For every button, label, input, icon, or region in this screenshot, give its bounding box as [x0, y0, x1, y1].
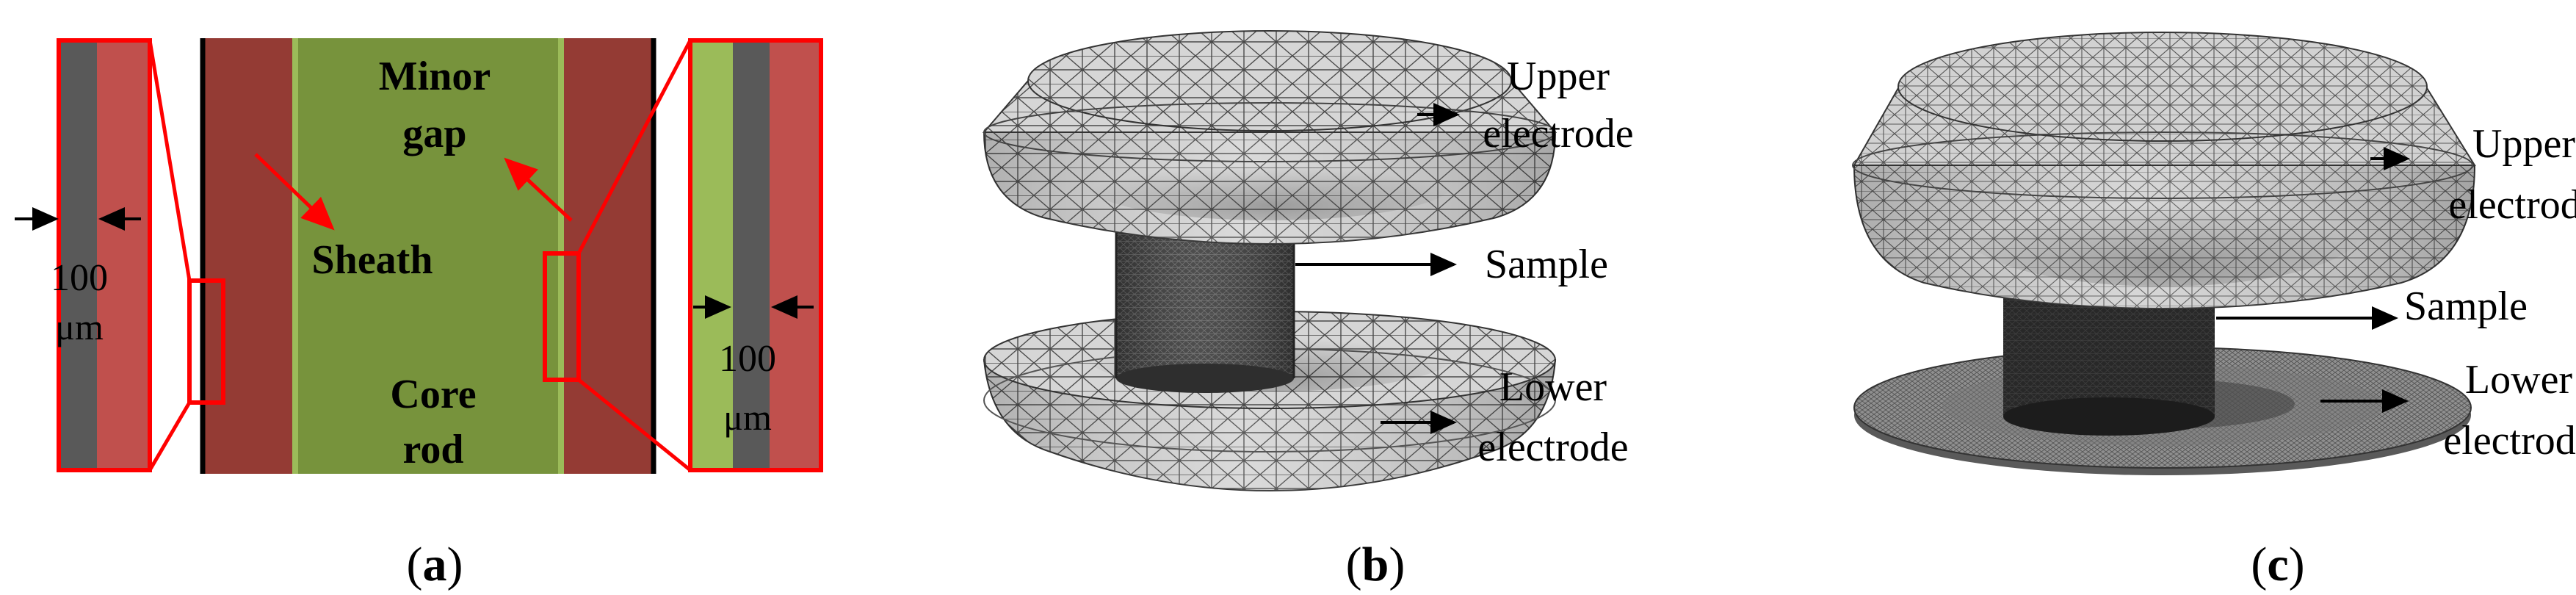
lower-electrode-label-c-line1: Lower [2465, 357, 2573, 403]
lower-electrode-label-c-line2: electrode [2443, 418, 2576, 464]
panel-b-caption: (b) [1346, 538, 1405, 591]
right-zoom-inset: 100 μm [688, 38, 823, 472]
panel-a: 100 μm Minor gap Sheath Core rod [15, 38, 823, 591]
minor-gap-label-line1: Minor [379, 54, 491, 99]
sample-mesh-b [1115, 228, 1295, 393]
left-dimension-unit: μm [55, 306, 104, 347]
left-zoom-inset: 100 μm [15, 38, 152, 472]
sheath-left [203, 38, 292, 474]
sample-mesh-c [2003, 298, 2215, 436]
cross-section: Minor gap Sheath Core rod [187, 38, 656, 474]
upper-electrode-label-c-line1: Upper [2472, 121, 2575, 167]
lower-electrode-label-b-line2: electrode [1477, 425, 1628, 470]
core-rod-label-line1: Core [390, 372, 476, 417]
panel-c: Upper electrode Sample Lower electrode (… [1852, 32, 2576, 591]
core-rod-region [292, 38, 564, 474]
upper-electrode-label-b-line1: Upper [1507, 54, 1610, 99]
right-zoom-connector-top [576, 39, 692, 255]
minor-gap-left [292, 38, 298, 474]
upper-electrode-mesh-b [982, 30, 1557, 245]
left-zoom-connector-bottom [148, 401, 192, 472]
lower-electrode-label-b-line1: Lower [1499, 364, 1607, 410]
upper-electrode-label-b-line2: electrode [1483, 111, 1633, 156]
panel-a-caption: (a) [407, 538, 463, 591]
minor-gap-label-line2: gap [402, 111, 466, 156]
minor-gap-pointer-arrow [504, 157, 573, 222]
left-highlight-box [187, 278, 225, 405]
left-dimension-value: 100 [51, 257, 108, 299]
panel-c-caption: (c) [2251, 538, 2304, 591]
left-zoom-connector-top [148, 40, 192, 281]
right-dimension-unit: μm [723, 397, 772, 438]
upper-electrode-label-c-line2: electrode [2448, 182, 2576, 228]
core-rod-label-line2: rod [403, 427, 464, 472]
sheath-pointer-arrow [254, 153, 335, 231]
sheath-label: Sheath [312, 237, 433, 283]
sample-label-b: Sample [1485, 242, 1608, 287]
right-zoom-connector-bottom [577, 378, 692, 472]
panel-b: Upper electrode Sample Lower electrode (… [982, 30, 1634, 591]
upper-electrode-mesh-c [1852, 32, 2476, 310]
right-dimension-value: 100 [719, 338, 776, 380]
sample-label-c: Sample [2404, 284, 2528, 329]
minor-gap-right [558, 38, 564, 474]
right-highlight-box [543, 251, 581, 382]
